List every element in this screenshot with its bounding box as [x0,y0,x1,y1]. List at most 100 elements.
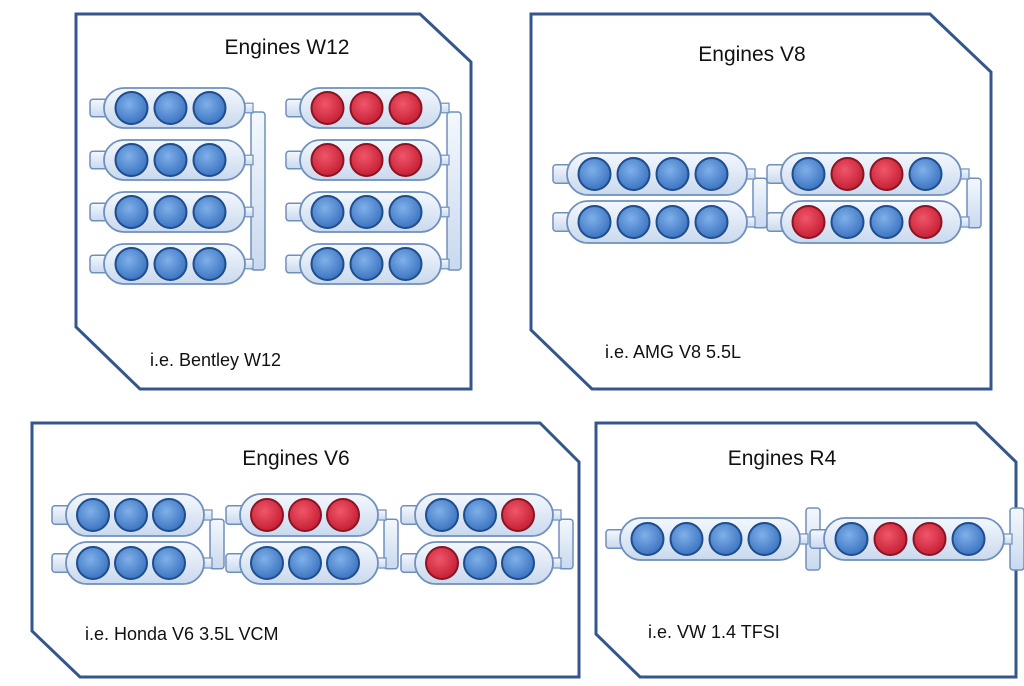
cylinder-deactivated [908,205,943,239]
cylinder-active [616,205,651,239]
cylinder-active [114,546,148,580]
panel-v6-caption: i.e. Honda V6 3.5L VCM [85,624,278,644]
cylinder-bank [89,243,254,285]
cylinder-deactivated [791,205,826,239]
engine-config [225,493,399,585]
panel-v8-caption: i.e. AMG V8 5.5L [605,342,741,362]
cylinder-active [869,205,904,239]
panel-r4-title: Engines R4 [728,447,837,470]
cylinder-active [463,546,497,580]
cylinder-active [577,205,612,239]
cylinder-deactivated [310,143,345,177]
cylinder-active [388,247,423,281]
cylinder-bank [605,517,809,561]
cylinder-active [616,157,651,191]
cylinder-active [250,546,284,580]
cylinder-deactivated [326,498,360,532]
cylinder-deactivated [349,91,384,125]
cylinder-bank [552,200,756,244]
flywheel-plate [446,111,462,271]
panel-r4: Engines R4 i.e. VW 1.4 TFSI [594,421,1024,679]
cylinder-active [951,522,986,556]
panel-v6-title: Engines V6 [242,447,349,470]
cylinder-active [152,546,186,580]
cylinder-active [908,157,943,191]
cylinder-active [76,546,110,580]
cylinder-active [152,498,186,532]
cylinder-deactivated [349,143,384,177]
cylinder-active [630,522,665,556]
engine-config [605,507,821,571]
engine-config [89,87,266,285]
cylinder-active [153,195,188,229]
cylinder-active [153,91,188,125]
cylinder-bank [552,152,756,196]
flywheel-plate [966,177,982,229]
panel-w12: Engines W12 i.e. Bentley W12 [74,12,473,391]
cylinder-active [192,195,227,229]
panel-v6: Engines V6 i.e. Honda V6 3.5L VCM [30,421,581,679]
cylinder-active [192,91,227,125]
cylinder-bank [89,139,254,181]
panel-w12-caption: i.e. Bentley W12 [150,350,281,370]
cylinder-bank [89,191,254,233]
cylinder-deactivated [869,157,904,191]
cylinder-active [577,157,612,191]
panel-r4-configs [605,507,1024,571]
panel-r4-caption: i.e. VW 1.4 TFSI [648,622,780,642]
engine-config [809,507,1024,571]
panel-v8: Engines V8 i.e. AMG V8 5.5L [529,12,993,391]
cylinder-active [76,498,110,532]
cylinder-deactivated [501,498,535,532]
panel-r4-border [594,421,1018,679]
cylinder-active [694,157,729,191]
cylinder-active [114,91,149,125]
flywheel-plate [209,518,225,570]
cylinder-active [153,143,188,177]
cylinder-active [349,247,384,281]
cylinder-bank [809,517,1013,561]
panel-v6-configs [51,493,574,585]
cylinder-bank [225,493,387,537]
cylinder-deactivated [830,157,865,191]
cylinder-bank [51,493,213,537]
cylinder-active [192,247,227,281]
cylinder-active [114,195,149,229]
flywheel-plate [250,111,266,271]
cylinder-active [747,522,782,556]
cylinder-active [425,498,459,532]
cylinder-active [791,157,826,191]
panel-v8-border [529,12,993,391]
engine-config [400,493,574,585]
cylinder-deactivated [250,498,284,532]
engine-config [766,152,982,244]
cylinder-active [349,195,384,229]
panel-w12-title: Engines W12 [225,36,350,59]
cylinder-deactivated [873,522,908,556]
engine-config [552,152,768,244]
flywheel-plate [558,518,574,570]
panel-v8-configs [552,152,982,244]
cylinder-deactivated [310,91,345,125]
cylinder-active [310,195,345,229]
cylinder-active [114,498,148,532]
cylinder-active [388,195,423,229]
cylinder-bank [400,493,562,537]
cylinder-bank [285,139,450,181]
cylinder-active [655,205,690,239]
cylinder-bank [400,541,562,585]
cylinder-bank [766,200,970,244]
cylinder-deactivated [288,498,322,532]
cylinder-active [501,546,535,580]
cylinder-bank [766,152,970,196]
cylinder-active [326,546,360,580]
cylinder-bank [51,541,213,585]
engine-config [51,493,225,585]
panel-v6-border [30,421,581,679]
cylinder-bank [285,243,450,285]
cylinder-bank [225,541,387,585]
cylinder-active [669,522,704,556]
cylinder-active [655,157,690,191]
cylinder-bank [89,87,254,129]
